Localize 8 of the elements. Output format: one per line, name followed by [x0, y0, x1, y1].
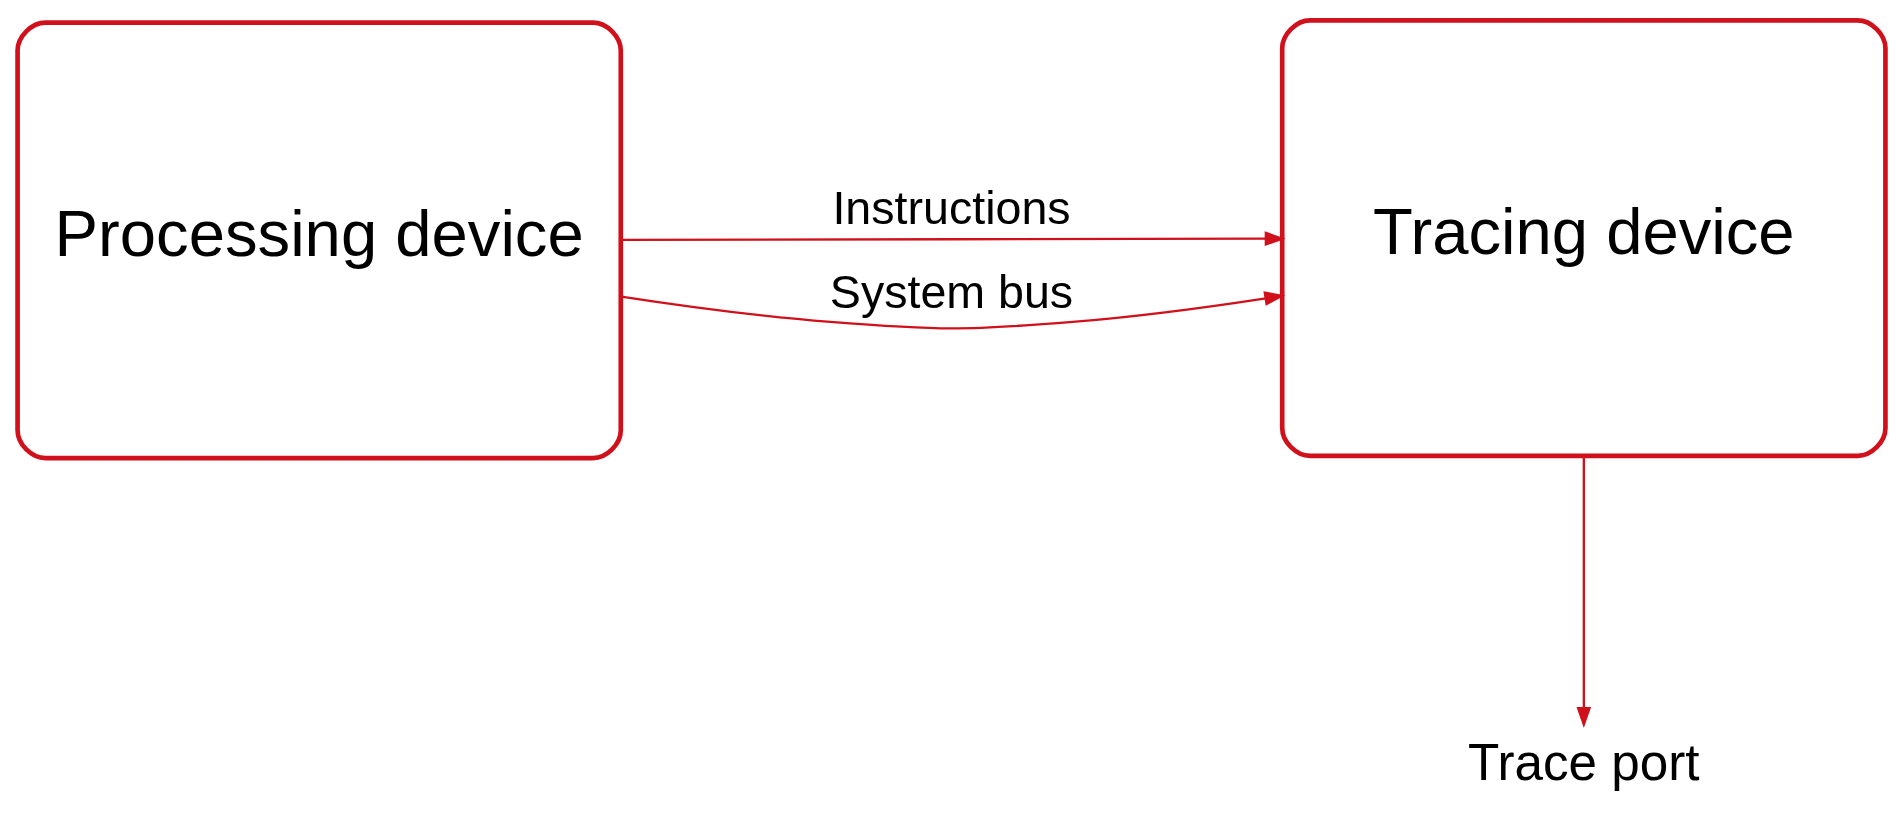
arrow [1576, 456, 1592, 728]
node-box: Processing device [15, 20, 624, 461]
node-text: Trace port [1468, 733, 1700, 791]
edge-label: Instructions [832, 182, 1071, 235]
arrow [621, 291, 1286, 330]
edge-label: System bus [829, 265, 1074, 318]
node-box: Tracing device [1279, 18, 1888, 459]
arrow [620, 231, 1286, 246]
